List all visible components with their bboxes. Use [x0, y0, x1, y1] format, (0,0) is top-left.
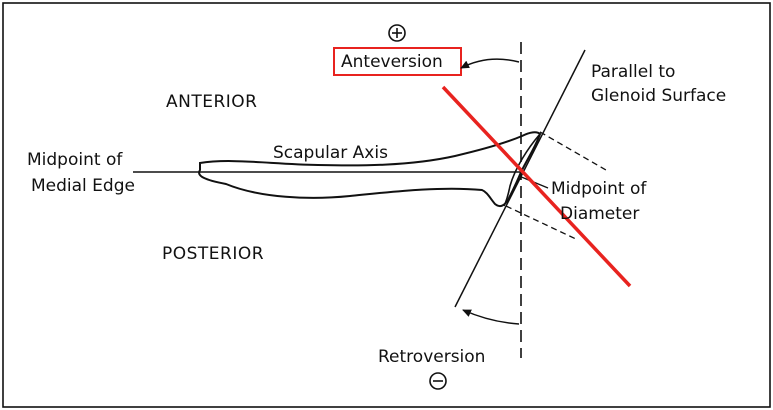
plus-sign-icon: [388, 24, 406, 42]
anterior-label: ANTERIOR: [166, 92, 258, 112]
medial-edge-label-line1: Midpoint of: [27, 150, 123, 170]
diameter-projection-bottom: [505, 205, 579, 241]
glenoid-version-red-line: [441, 85, 632, 288]
parallel-label-line2: Glenoid Surface: [591, 86, 726, 106]
glenoid-surface-line: [454, 49, 586, 308]
minus-sign-icon: [429, 372, 447, 390]
diameter-label-line2: Diameter: [560, 204, 639, 224]
scapular-axis-label: Scapular Axis: [273, 143, 388, 163]
scapula-outline: [198, 131, 542, 208]
diameter-label-line1: Midpoint of: [551, 179, 647, 199]
retroversion-arc-arrow: [462, 309, 520, 325]
parallel-label-line1: Parallel to: [591, 62, 675, 82]
posterior-label: POSTERIOR: [162, 244, 264, 264]
anteversion-label: Anteversion: [341, 52, 443, 72]
medial-edge-label-line2: Medial Edge: [31, 176, 135, 196]
retroversion-label: Retroversion: [378, 347, 485, 367]
anteversion-arc-arrow: [460, 58, 520, 69]
glenoid-rim: [503, 133, 541, 207]
diameter-projection-top: [539, 131, 607, 171]
